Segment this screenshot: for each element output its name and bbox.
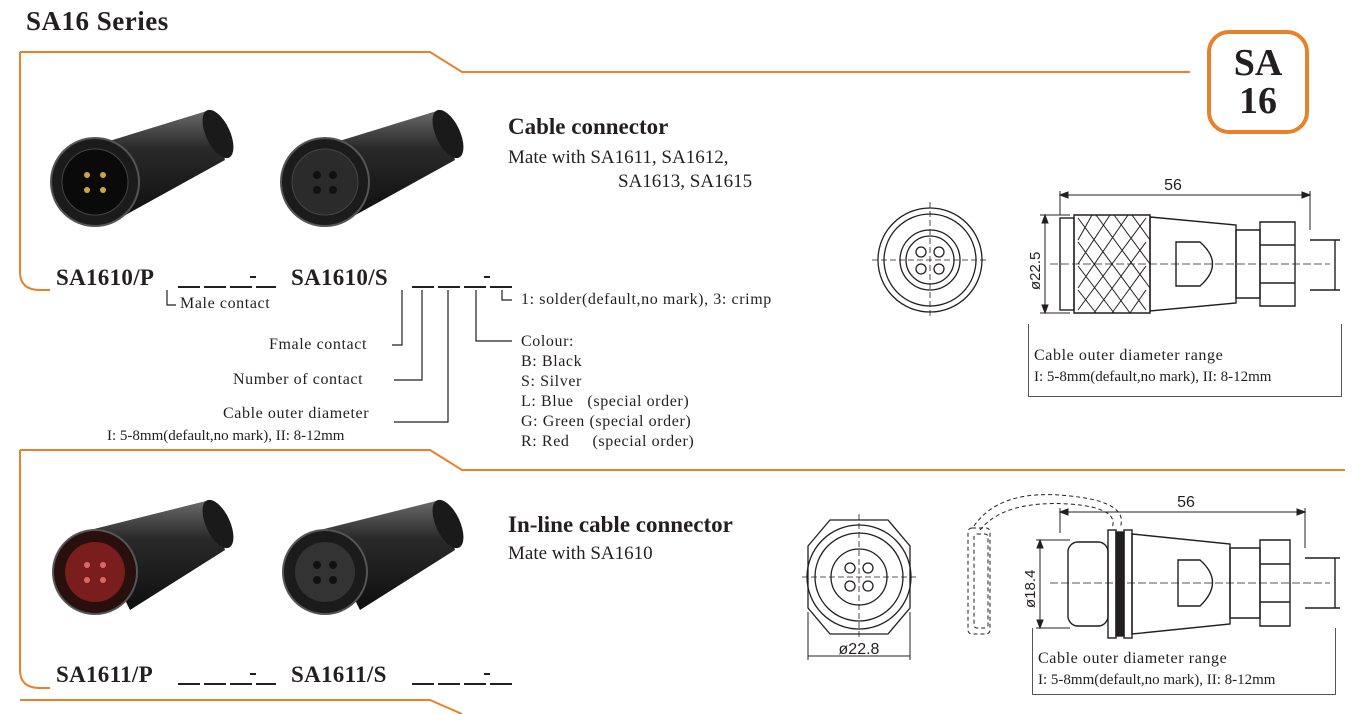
part-number-sa1610-p: SA1610/P — [56, 265, 155, 290]
side-view-drawing: 56 ø22.5 — [1027, 177, 1340, 315]
inline-connector-mate-line: Mate with SA1610 — [508, 543, 653, 564]
series-badge: SA 16 — [1207, 30, 1309, 134]
colour-option: G: Green (special order) — [521, 413, 692, 430]
colour-option: L: Blue (special order) — [521, 393, 690, 410]
cable-outer-diameter-values: I: 5-8mm(default,no mark), II: 8-12mm — [107, 428, 345, 444]
length-dimension: 56 — [1164, 177, 1182, 194]
front-view-drawing — [872, 202, 988, 318]
number-of-contact-label: Number of contact — [233, 371, 364, 388]
cable-outer-diameter-label: Cable outer diameter — [223, 405, 370, 422]
cable-range-values-2: I: 5-8mm(default,no mark), II: 8-12mm — [1038, 672, 1276, 688]
cable-range-note-1 — [1028, 324, 1342, 397]
badge-line-2: 16 — [1239, 80, 1277, 122]
inline-connector-title: In-line cable connector — [508, 512, 733, 537]
cable-range-note-2 — [1032, 628, 1336, 695]
part-number-sa1611-p: SA1611/P — [56, 662, 153, 687]
colour-option: B: Black — [521, 353, 583, 370]
cable-connector-title: Cable connector — [508, 114, 669, 139]
connector-female-photo — [280, 109, 464, 227]
diameter-dimension-2: ø18.4 — [1022, 570, 1039, 608]
fmale-contact-label: Fmale contact — [269, 336, 367, 353]
termination-label: 1: solder(default,no mark), 3: crimp — [521, 291, 772, 308]
badge-line-1: SA — [1233, 42, 1283, 84]
colour-title: Colour: — [521, 333, 575, 350]
inline-connector-male-photo — [52, 499, 234, 615]
part-number-sa1610-s: SA1610/S — [291, 265, 388, 290]
part-number-sa1611-s: SA1611/S — [291, 662, 387, 687]
length-dimension-2: 56 — [1177, 494, 1195, 511]
diameter-dimension: ø22.5 — [1027, 252, 1044, 290]
front-diameter-dimension: ø22.8 — [839, 641, 880, 658]
cable-range-title-1: Cable outer diameter range — [1034, 347, 1224, 364]
inline-connector-female-photo — [282, 499, 464, 615]
cable-connector-mate-line-2: SA1613, SA1615 — [618, 171, 753, 192]
series-title: SA16 Series — [26, 6, 169, 36]
inline-side-view-drawing: 56 ø18.4 — [967, 494, 1340, 639]
inline-front-view-drawing: ø22.8 — [802, 514, 916, 660]
connector-male-photo — [50, 109, 234, 227]
colour-option: S: Silver — [521, 373, 582, 390]
cable-connector-mate-line-1: Mate with SA1611, SA1612, — [508, 147, 729, 168]
colour-option: R: Red (special order) — [521, 433, 695, 450]
male-contact-label: Male contact — [180, 295, 271, 312]
cable-range-values-1: I: 5-8mm(default,no mark), II: 8-12mm — [1034, 369, 1272, 385]
cable-range-title-2: Cable outer diameter range — [1038, 650, 1228, 667]
colour-options: Colour: B: Black S: Silver L: Blue (spec… — [521, 332, 694, 452]
